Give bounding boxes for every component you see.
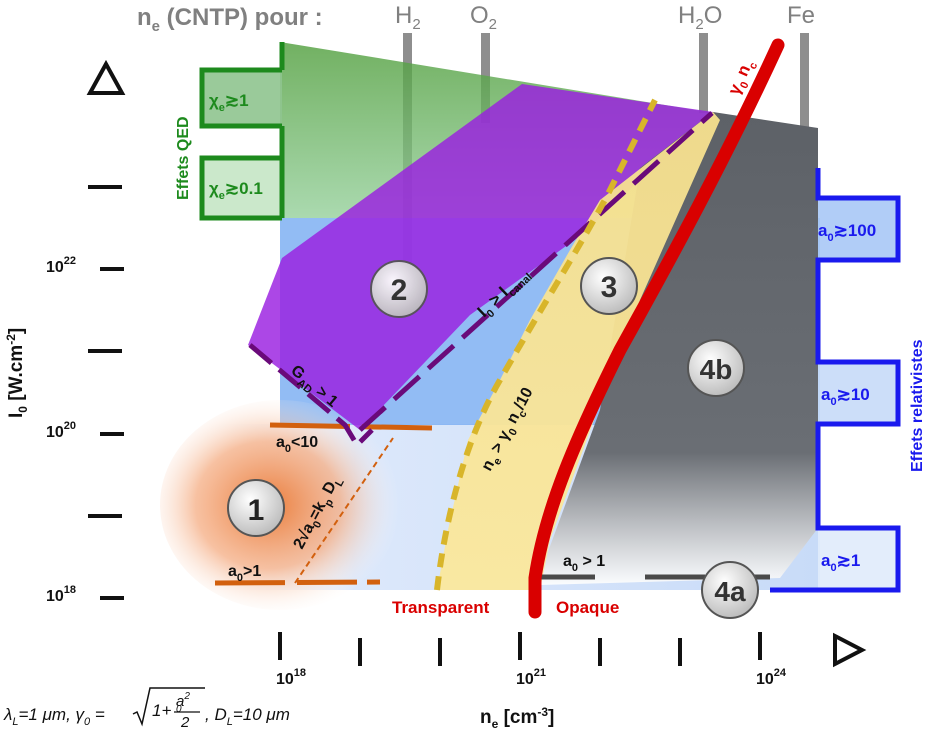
a0-lt-10-line (269, 422, 433, 431)
y-axis: 1022 1020 1018 I0 [W.cm-2] (4, 59, 126, 605)
y-tick-1e18: 1018 (46, 584, 76, 605)
relativistic-boxes (770, 168, 901, 593)
region-2-label: 2 (391, 274, 408, 307)
header-gas-h2: H2 (395, 2, 421, 33)
svg-text:a2: a2 (176, 691, 190, 710)
region-4-area (540, 112, 818, 585)
rel-a0-10: a0≳10 (821, 385, 870, 408)
svg-text:1+: 1+ (152, 701, 171, 720)
header-gas-h2o: H2O (678, 2, 722, 33)
y-axis-arrow-icon (86, 59, 126, 95)
region-1-label: 1 (248, 494, 265, 527)
gad-boundary-line (248, 343, 374, 450)
kp-boundary-line (294, 437, 394, 584)
region-badge-3: 3 (580, 257, 638, 315)
region-4a-label: 4a (714, 576, 746, 607)
qed-boxes (199, 42, 285, 221)
x-axis-label: ne [cm-3] (480, 705, 554, 730)
qed-chi-1: χe≳1 (209, 91, 249, 114)
svg-text:0: 0 (176, 704, 182, 715)
y-tick-1e22: 1022 (46, 255, 76, 276)
kp-label: 2√a0=kp DL (291, 473, 347, 554)
region-badge-1: 1 (227, 479, 285, 537)
ne-boundary-line (434, 98, 658, 591)
transparent-label: Transparent (392, 598, 490, 617)
x-tick-1e21: 1021 (516, 667, 546, 688)
a0-gt-1-line (214, 579, 381, 586)
gamma-nc-curve (528, 38, 785, 619)
region-3-label: 3 (601, 271, 618, 304)
header-gas-fe: Fe (787, 2, 815, 29)
rel-a0-100: a0≳100 (818, 221, 876, 244)
region-badge-4b: 4b (687, 339, 745, 397)
y-tick-1e20: 1020 (46, 420, 76, 441)
parameters-formula: λL=1 μm, γ0 = 1+ a2 0 2 , DL=10 μm (3, 687, 290, 730)
x-tick-1e18: 1018 (276, 667, 306, 688)
region-4b-label: 4b (700, 354, 733, 385)
region-3-area (437, 112, 720, 590)
a0-gt-1-label: a0>1 (228, 563, 261, 584)
region-2-area (248, 84, 713, 430)
qed-title: Effets QED (175, 116, 192, 200)
region-badge-2: 2 (370, 260, 428, 318)
opaque-label: Opaque (556, 598, 619, 617)
icanal-boundary-line (358, 111, 714, 432)
x-axis-arrow-icon (833, 632, 867, 668)
qed-chi-0-1: χe≳0.1 (209, 179, 263, 202)
header-gas-o2: O2 (470, 2, 497, 33)
x-tick-1e24: 1024 (756, 667, 787, 688)
region-badge-4a: 4a (701, 561, 759, 619)
svg-text:λL=1 μm, γ0 =: λL=1 μm, γ0 = (3, 705, 105, 728)
y-axis-label: I0 [W.cm-2] (4, 328, 30, 418)
relativistic-title: Effets relativistes (909, 339, 926, 472)
header-cntp-label: ne (CNTP) pour : (137, 4, 323, 35)
a0-lt-10-label: a0<10 (276, 434, 318, 455)
rel-a0-1: a0≳1 (821, 551, 860, 574)
svg-text:, DL=10 μm: , DL=10 μm (205, 705, 290, 728)
a0-gt-1-right-label: a0 > 1 (563, 553, 605, 574)
x-axis: 1018 1021 1024 ne [cm-3] (276, 632, 867, 730)
svg-text:2: 2 (180, 714, 190, 730)
